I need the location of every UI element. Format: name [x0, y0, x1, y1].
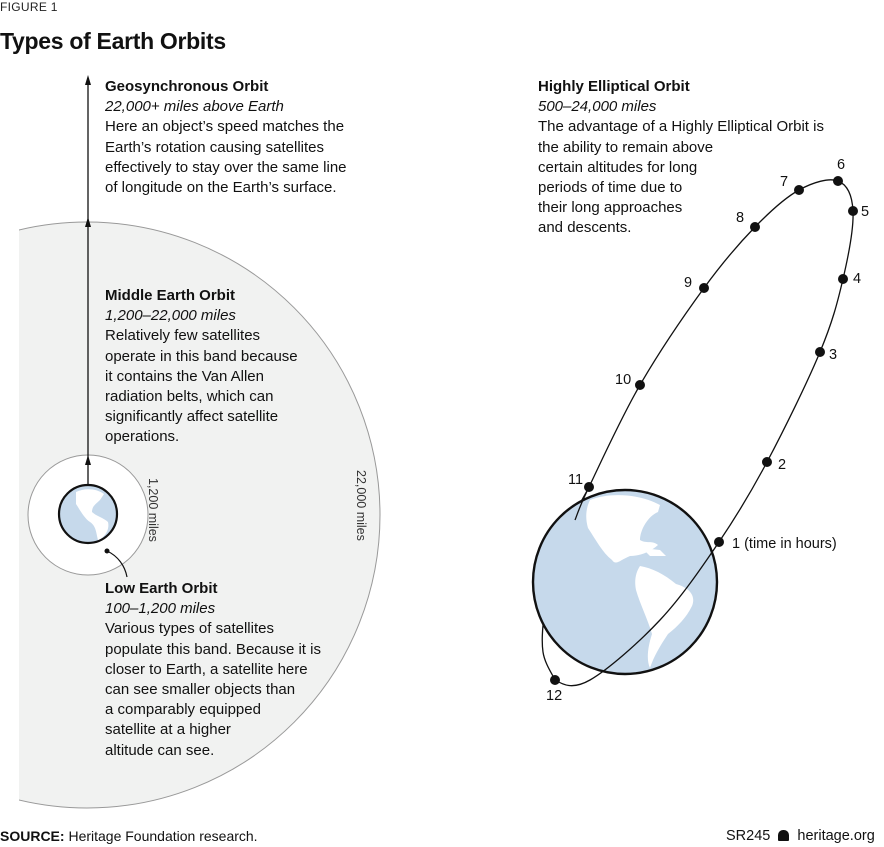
geo-line: of longitude on the Earth’s surface.	[105, 179, 337, 197]
geo-heading: Geosynchronous Orbit	[105, 78, 269, 95]
meo-line: it contains the Van Allen	[105, 367, 264, 385]
credit: SR245 heritage.org	[726, 828, 875, 844]
earth-globe-small	[57, 483, 119, 545]
arrow-head-icon	[85, 75, 91, 85]
report-code: SR245	[726, 828, 771, 844]
heo-line: certain altitudes for long	[538, 158, 698, 176]
earth-globe-large	[531, 488, 719, 676]
meo-heading: Middle Earth Orbit	[105, 287, 236, 304]
geo-line: Earth’s rotation causing satellites	[105, 138, 325, 156]
heo-line: The advantage of a Highly Elliptical Orb…	[538, 118, 824, 136]
leo-line: a comparably equipped	[105, 701, 261, 719]
orbit-point-label: 3	[829, 347, 838, 363]
orbit-point-label: 11	[568, 472, 584, 488]
orbit-point-label: 7	[780, 174, 789, 190]
meo-line: Relatively few satellites	[105, 327, 261, 345]
satellite-position-dot	[584, 482, 594, 492]
meo-line: radiation belts, which can	[105, 388, 274, 406]
figure-label: FIGURE 1	[0, 0, 58, 14]
leo-subheading: 100–1,200 miles	[105, 600, 216, 618]
leo-description: Low Earth Orbit 100–1,200 miles Various …	[105, 579, 321, 761]
geo-description: Geosynchronous Orbit 22,000+ miles above…	[105, 77, 347, 198]
geo-line: Here an object’s speed matches the	[105, 118, 345, 136]
satellite-position-dot	[815, 347, 825, 357]
liberty-bell-icon	[778, 830, 790, 841]
leo-line: satellite at a higher	[105, 721, 231, 739]
leo-pointer-line	[106, 550, 128, 578]
orbit-point-label: 5	[861, 204, 870, 220]
inner-ring-label: 1,200 miles	[146, 478, 160, 542]
orbit-point-label: 6	[837, 157, 846, 173]
orbit-point-label: 12	[546, 688, 563, 704]
meo-description: Middle Earth Orbit 1,200–22,000 miles Re…	[105, 286, 298, 448]
page-title: Types of Earth Orbits	[0, 28, 226, 54]
satellite-position-dot	[635, 380, 645, 390]
heo-line: their long approaches	[538, 199, 683, 217]
arrow-head-icon	[85, 455, 91, 465]
orbit-point-label: 9	[684, 275, 693, 291]
orbit-point-label: 4	[853, 271, 862, 287]
orbit-point-label: 2	[778, 457, 787, 473]
satellite-position-dot	[699, 283, 709, 293]
satellite-position-dot	[762, 457, 772, 467]
leo-heading: Low Earth Orbit	[105, 580, 218, 597]
satellite-position-dot	[714, 537, 724, 547]
satellite-position-dot	[833, 176, 843, 186]
satellite-position-dot	[794, 185, 804, 195]
meo-line: operate in this band because	[105, 347, 298, 365]
leo-line: Various types of satellites	[105, 620, 274, 638]
leo-line: can see smaller objects than	[105, 681, 296, 699]
orbit-point-label: 1 (time in hours)	[732, 536, 837, 552]
satellite-position-dot	[550, 675, 560, 685]
heo-subheading: 500–24,000 miles	[538, 98, 657, 116]
site-link[interactable]: heritage.org	[797, 828, 875, 844]
heo-line: and descents.	[538, 219, 632, 237]
heo-heading: Highly Elliptical Orbit	[538, 78, 690, 95]
heo-description: Highly Elliptical Orbit 500–24,000 miles…	[538, 77, 824, 239]
satellite-position-dot	[848, 206, 858, 216]
geo-line: effectively to stay over the same line	[105, 158, 347, 176]
leo-line: populate this band. Because it is	[105, 640, 321, 658]
source-label: SOURCE:	[0, 828, 65, 844]
meo-line: significantly affect satellite	[105, 408, 279, 426]
source-text: Heritage Foundation research.	[68, 828, 258, 844]
meo-line: operations.	[105, 428, 180, 446]
heo-line: the ability to remain above	[538, 138, 714, 156]
outer-ring-label: 22,000 miles	[354, 470, 368, 541]
leo-line: altitude can see.	[105, 741, 215, 759]
satellite-position-dot	[838, 274, 848, 284]
orbit-point-label: 8	[736, 210, 745, 226]
orbit-point-label: 10	[615, 372, 632, 388]
leo-line: closer to Earth, a satellite here	[105, 660, 308, 678]
arrow-head-icon	[85, 217, 91, 227]
source-note: SOURCE: Heritage Foundation research.	[0, 828, 258, 844]
heo-line: periods of time due to	[538, 179, 683, 197]
orbit-path-front	[554, 179, 854, 687]
meo-subheading: 1,200–22,000 miles	[105, 307, 236, 325]
geo-subheading: 22,000+ miles above Earth	[105, 98, 284, 116]
satellite-position-dot	[750, 222, 760, 232]
